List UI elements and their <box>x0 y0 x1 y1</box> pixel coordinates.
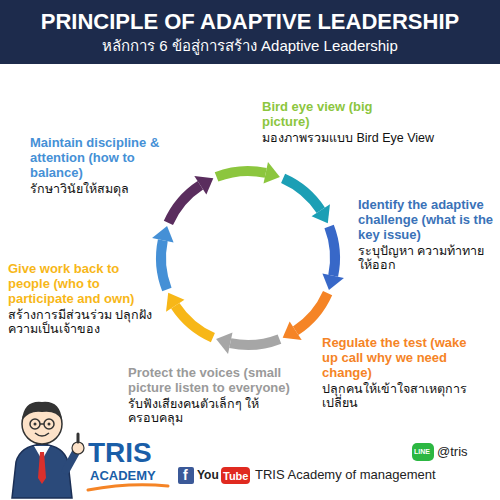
ring-arrowhead <box>283 322 302 340</box>
ring-segment <box>171 303 215 342</box>
line-icon <box>412 443 434 461</box>
principle-thai: รับฟังเสียงคนตัวเล็กๆ ให้ครอบคลุม <box>128 397 314 426</box>
principle-thai: มองภาพรวมแบบ Bird Eye View <box>262 131 462 145</box>
icon-label: You <box>197 469 219 482</box>
cartoon-man <box>12 402 84 498</box>
icon-label: f <box>183 468 188 483</box>
principle-heading: Give work back to people (who to partici… <box>8 262 138 307</box>
principle-node: Protect the voices (small picture listen… <box>128 366 314 426</box>
principle-node: Maintain discipline & attention (how to … <box>30 136 170 196</box>
ring-segment <box>156 239 172 291</box>
ring-segment <box>164 181 203 225</box>
principle-heading: Identify the adaptive challenge (what is… <box>358 198 494 243</box>
ring-segment <box>281 174 325 213</box>
principle-thai: ปลุกคนให้เข้าใจสาเหตุการเปลี่ยน <box>322 382 496 411</box>
principle-thai: รักษาวินัยให้สมดุล <box>30 182 170 196</box>
ring-segment <box>215 166 267 182</box>
ring-segment <box>324 225 340 277</box>
principle-heading: Bird eye view (big picture) <box>262 100 377 130</box>
subtitle: หลักการ 6 ข้อสู่การสร้าง Adaptive Leader… <box>0 38 500 55</box>
principle-heading: Regulate the test (wake up call why we n… <box>322 336 482 381</box>
youtube-icon <box>221 467 250 484</box>
title: PRINCIPLE OF ADAPTIVE LEADERSHIP <box>0 9 500 35</box>
ring-arrowhead <box>216 332 232 354</box>
principle-heading: Protect the voices (small picture listen… <box>128 366 298 396</box>
principle-node: Give work back to people (who to partici… <box>8 262 154 337</box>
ring-arrowhead <box>166 293 184 312</box>
ring-arrowhead <box>312 204 330 223</box>
contact-handle: @tris <box>437 445 468 459</box>
principle-node: Identify the adaptive challenge (what is… <box>358 198 494 273</box>
principle-thai: ระบุปัญหา ความท้าทาย ให้ออก <box>358 244 494 273</box>
principle-node: Bird eye view (big picture)มองภาพรวมแบบ … <box>262 100 462 145</box>
icon-label: Tube <box>223 470 248 482</box>
principle-thai: สร้างการมีส่วนร่วม ปลุกฝังความเป็นเจ้าขอ… <box>8 308 154 337</box>
ring-arrowhead <box>152 226 174 242</box>
contact-name: TRIS Academy of management <box>255 468 436 482</box>
ring-arrowhead <box>194 176 213 194</box>
icon-label: LINE <box>414 448 430 456</box>
ring-segment <box>229 334 281 350</box>
principle-heading: Maintain discipline & attention (how to … <box>30 136 170 181</box>
principle-node: Regulate the test (wake up call why we n… <box>322 336 496 411</box>
logo-word: ACADEMY <box>90 469 156 483</box>
logo-word: TRIS <box>88 438 152 469</box>
ring-arrowhead <box>322 274 344 290</box>
ring-segment <box>293 291 332 335</box>
facebook-icon <box>178 467 194 484</box>
logo-swoosh <box>88 485 168 490</box>
ring-arrowhead <box>264 162 280 184</box>
cycle-ring <box>152 162 344 354</box>
